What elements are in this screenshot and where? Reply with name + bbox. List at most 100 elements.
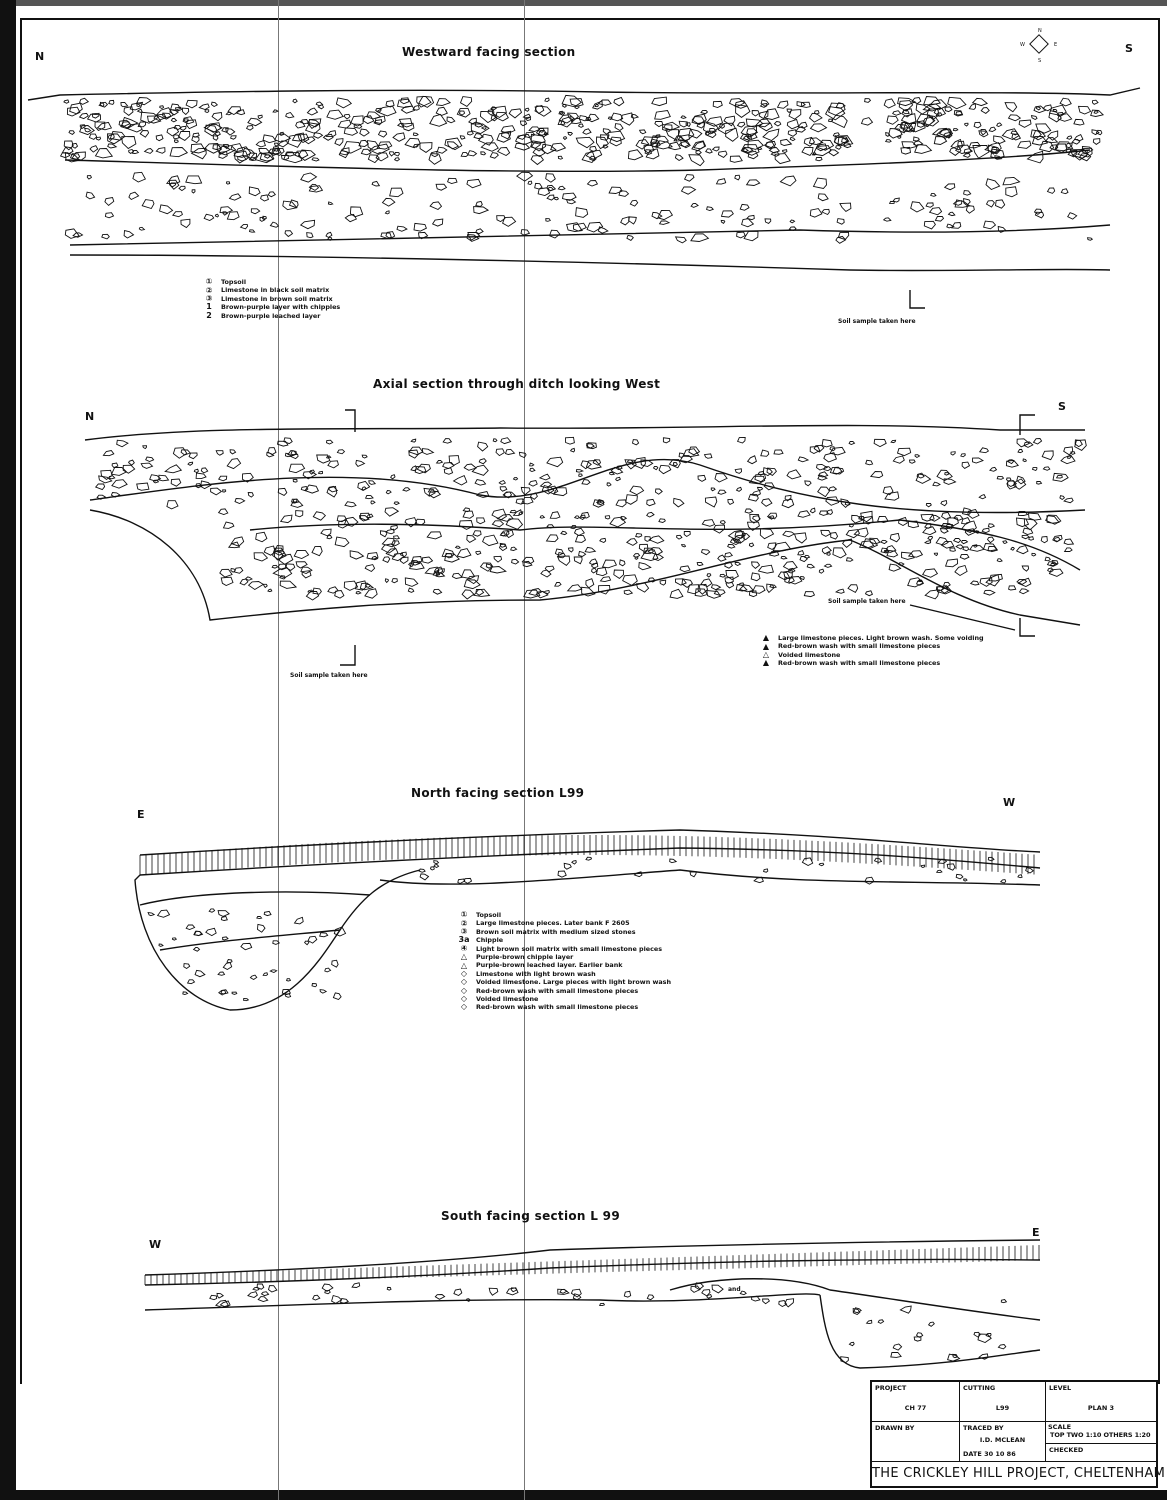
stone-fragment xyxy=(210,487,223,496)
stone-fragment xyxy=(763,108,780,120)
stone-fragment xyxy=(99,101,105,108)
stone-fragment xyxy=(331,1294,343,1304)
stone-fragment xyxy=(528,479,538,487)
stone-fragment xyxy=(741,147,749,153)
stone-fragment xyxy=(683,174,695,182)
stone-fragment xyxy=(159,105,165,110)
stone-fragment xyxy=(1030,115,1038,121)
cutting-value: L99 xyxy=(995,1404,1010,1412)
stone-fragment xyxy=(809,208,823,218)
direction-label: S xyxy=(1058,400,1066,413)
stone-fragment xyxy=(120,102,129,108)
stone-fragment xyxy=(913,1336,922,1342)
stone-fragment xyxy=(304,484,320,494)
stone-fragment xyxy=(319,932,329,938)
stone-fragment xyxy=(592,459,602,466)
stone-fragment xyxy=(140,462,154,469)
stone-fragment xyxy=(812,145,832,157)
stone-fragment xyxy=(237,154,248,162)
stone-fragment xyxy=(581,586,596,597)
stone-fragment xyxy=(547,485,559,495)
stone-fragment xyxy=(490,115,498,122)
stone-fragment xyxy=(735,583,748,592)
stone-fragment xyxy=(914,144,933,154)
stone-fragment xyxy=(1060,188,1069,195)
stone-fragment xyxy=(529,492,538,500)
stone-fragment xyxy=(1016,475,1026,485)
stone-fragment xyxy=(286,978,292,982)
stone-fragment xyxy=(569,447,576,453)
stone-fragment xyxy=(558,114,575,124)
stone-fragment xyxy=(277,563,287,571)
stone-fragment xyxy=(613,569,624,579)
stone-fragment xyxy=(364,495,374,500)
stone-fragment xyxy=(869,471,884,479)
stone-fragment xyxy=(615,476,622,482)
stone-fragment xyxy=(79,97,90,105)
direction-label: E xyxy=(137,808,145,821)
stone-fragment xyxy=(821,438,833,448)
stone-fragment xyxy=(1067,212,1078,220)
stone-fragment xyxy=(271,564,279,569)
stone-fragment xyxy=(260,194,269,202)
stone-fragment xyxy=(925,502,932,508)
section2-sample-mark xyxy=(345,409,356,432)
stone-fragment xyxy=(925,202,934,208)
stone-fragment xyxy=(577,123,584,128)
stone-fragment xyxy=(297,149,316,161)
stone-fragment xyxy=(435,459,444,464)
stone-fragment xyxy=(382,556,391,563)
stone-fragment xyxy=(604,515,611,520)
stone-fragment xyxy=(306,107,319,116)
stone-fragment xyxy=(510,546,518,551)
stone-fragment xyxy=(629,199,639,207)
stone-fragment xyxy=(799,556,808,563)
stone-fragment xyxy=(248,152,258,161)
stone-fragment xyxy=(986,536,995,544)
stone-fragment xyxy=(761,498,773,507)
stone-fragment xyxy=(848,523,854,528)
stone-fragment xyxy=(930,193,937,197)
stone-fragment xyxy=(961,507,972,516)
stone-fragment xyxy=(357,480,371,492)
stone-fragment xyxy=(408,449,419,459)
stone-fragment xyxy=(988,573,1003,582)
stone-fragment xyxy=(554,581,562,587)
stone-fragment xyxy=(892,197,900,203)
stone-fragment xyxy=(458,520,474,530)
stone-fragment xyxy=(1065,142,1073,149)
stone-fragment xyxy=(225,111,232,116)
stone-fragment xyxy=(697,474,707,482)
stone-fragment xyxy=(545,218,551,222)
stone-fragment xyxy=(509,509,518,514)
stone-fragment xyxy=(575,136,595,149)
stone-fragment xyxy=(222,961,233,971)
stone-fragment xyxy=(1002,176,1021,186)
stone-fragment xyxy=(274,133,292,143)
stone-fragment xyxy=(886,115,899,125)
stone-fragment xyxy=(490,106,497,111)
stone-fragment xyxy=(1090,109,1105,117)
stone-fragment xyxy=(390,524,398,531)
stone-fragment xyxy=(907,550,924,558)
stone-fragment xyxy=(331,959,339,968)
stone-fragment xyxy=(724,576,734,584)
stone-fragment xyxy=(957,140,965,147)
stone-fragment xyxy=(579,514,586,521)
stone-fragment xyxy=(541,143,557,155)
stone-fragment xyxy=(459,96,473,107)
stone-fragment xyxy=(817,193,829,202)
stone-fragment xyxy=(337,119,352,129)
stone-fragment xyxy=(325,130,337,137)
stone-fragment xyxy=(412,132,419,137)
stone-fragment xyxy=(443,467,454,475)
stone-fragment xyxy=(355,459,366,467)
stone-fragment xyxy=(480,125,487,130)
stone-fragment xyxy=(343,127,359,136)
stone-fragment xyxy=(1010,546,1015,551)
stone-fragment xyxy=(823,563,833,568)
stone-fragment xyxy=(349,206,364,218)
stone-fragment xyxy=(932,481,941,487)
